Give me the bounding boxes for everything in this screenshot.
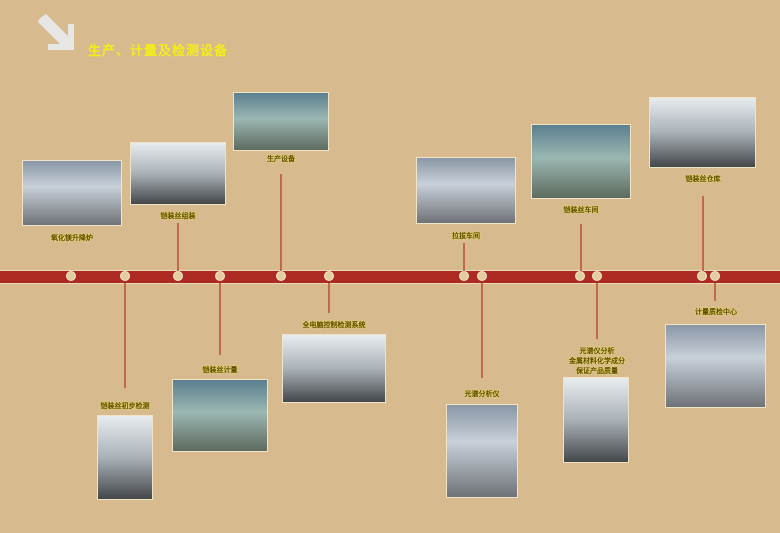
connector-line <box>702 196 704 271</box>
timeline-dot <box>459 271 469 281</box>
photo-warehouse <box>649 97 756 168</box>
photo-production-equipment <box>233 92 329 151</box>
caption: 计量质检中心 <box>695 308 737 316</box>
connector-line <box>124 283 126 388</box>
connector-line <box>596 283 598 339</box>
connector-line <box>177 223 179 271</box>
page-title: 生产、计量及检测设备 <box>88 44 229 59</box>
caption: 光谱分析仪 <box>464 390 500 398</box>
caption-line: 保证产品质量 <box>576 367 618 375</box>
timeline-dot <box>477 271 487 281</box>
timeline-dot <box>324 271 334 281</box>
connector-line <box>280 174 282 271</box>
caption: 铠装丝组装 <box>160 212 196 220</box>
photo-drawing-workshop <box>416 157 516 224</box>
connector-line <box>714 283 716 301</box>
photo-quality-center <box>665 324 766 408</box>
caption: 铠装丝车间 <box>563 206 599 214</box>
timeline-dot <box>710 271 720 281</box>
timeline-bar <box>0 270 780 284</box>
connector-line <box>481 283 483 378</box>
connector-line <box>580 224 582 271</box>
timeline-dot <box>276 271 286 281</box>
timeline-dot <box>120 271 130 281</box>
connector-line <box>219 283 221 355</box>
photo-sheathed-wire-workshop <box>531 124 631 199</box>
timeline-dot <box>215 271 225 281</box>
connector-line <box>463 243 465 271</box>
timeline-dot <box>173 271 183 281</box>
photo-computer-control-system <box>282 334 386 403</box>
connector-line <box>328 283 330 313</box>
caption: 全电脑控制检测系统 <box>302 321 366 329</box>
caption: 铠装丝初步检测 <box>100 402 150 410</box>
photo-initial-inspection <box>97 415 153 500</box>
timeline-dot <box>66 271 76 281</box>
caption: 生产设备 <box>267 155 295 163</box>
photo-magnesia-furnace <box>22 160 122 226</box>
photo-spectrometer-analysis <box>563 377 629 463</box>
caption-line: 光谱仪分析 <box>579 347 615 355</box>
timeline-dot <box>592 271 602 281</box>
photo-assembly <box>130 142 226 205</box>
timeline-dot <box>697 271 707 281</box>
timeline-dot <box>575 271 585 281</box>
caption: 拉拔车间 <box>452 232 480 240</box>
caption-line: 金属材料化学成分 <box>569 357 625 365</box>
caption: 铠装丝仓库 <box>685 175 721 183</box>
caption: 铠装丝计量 <box>202 366 238 374</box>
arrow-down-right-icon <box>38 14 74 50</box>
photo-metering <box>172 379 268 452</box>
caption: 氧化镁升降炉 <box>51 234 93 242</box>
caption: 光谱仪分析 金属材料化学成分 保证产品质量 <box>569 346 625 376</box>
photo-spectrum-analyzer <box>446 404 518 498</box>
